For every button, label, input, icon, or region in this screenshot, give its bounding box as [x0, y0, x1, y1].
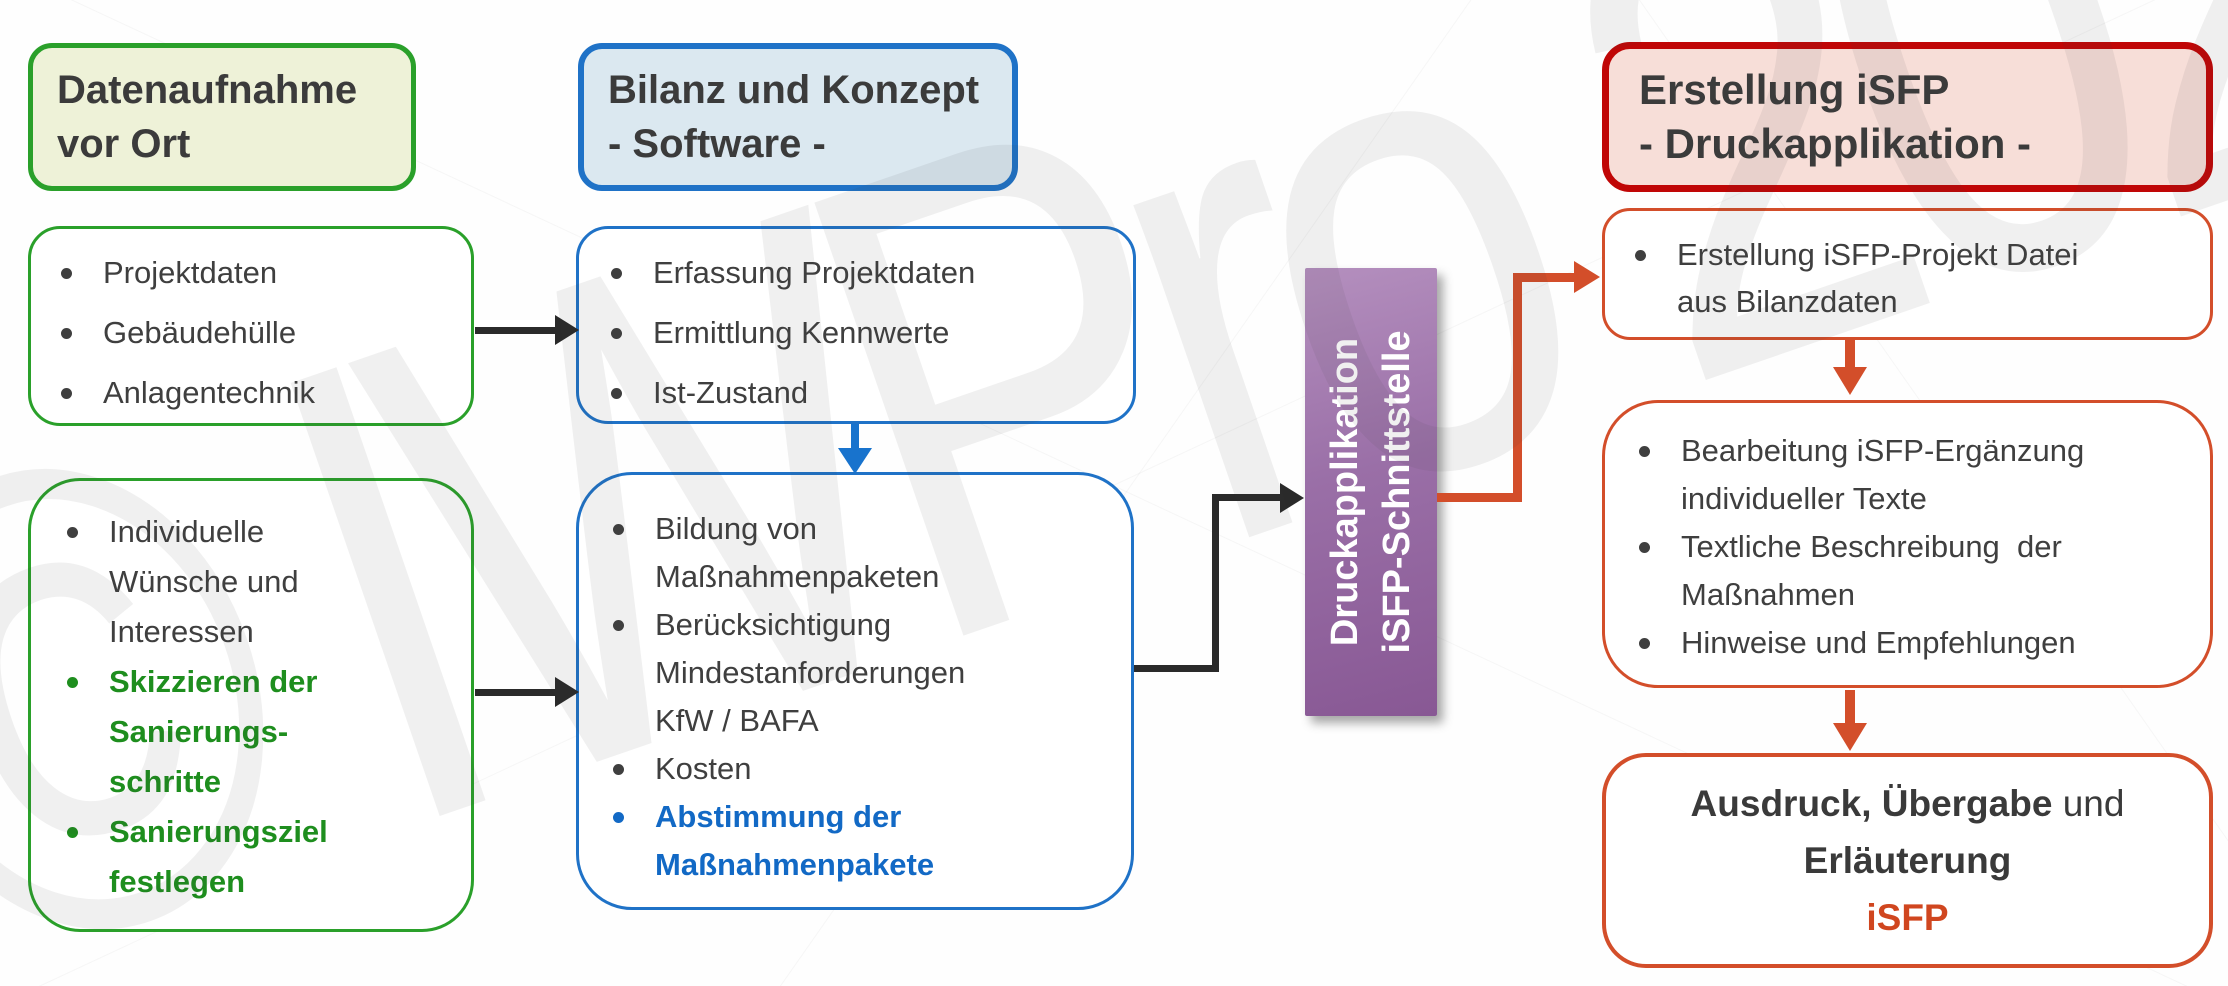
bullet-dot-icon — [67, 827, 78, 838]
bullet-text: Ist-Zustand — [653, 375, 809, 410]
bullet-text: Hinweise und Empfehlungen — [1681, 625, 2076, 660]
bullet-dot-icon — [611, 388, 622, 399]
arrowhead-right-icon — [1574, 261, 1600, 293]
header-datenaufnahme-vor-ort: Datenaufnahme vor Ort — [28, 43, 416, 191]
bullet-text: Erfassung Projektdaten — [653, 255, 976, 290]
arrow-schnittstelle-to-projektdatei-v — [1513, 273, 1522, 502]
bullet-item: Hinweise und Empfehlungen — [1639, 619, 2200, 667]
arrow-massnahmen-to-schnittstelle-h1 — [1134, 665, 1219, 672]
bullet-text: Gebäudehülle — [103, 315, 297, 350]
bullet-dot-icon — [1635, 249, 1646, 261]
bullet-dot-icon — [1639, 542, 1650, 553]
bullet-item: Ist-Zustand — [611, 363, 1117, 423]
connector-label-line: iSFP-Schnittstelle — [1376, 330, 1418, 654]
bullet-item: Projektdaten — [61, 243, 455, 303]
bullet-dot-icon — [67, 527, 78, 538]
bullet-dot-icon — [613, 764, 624, 775]
connector-label: Druckapplikation iSFP-Schnittstelle — [1305, 268, 1437, 716]
header-erstellung-isfp: Erstellung iSFP - Druckapplikation - — [1602, 42, 2213, 192]
bullet-dot-icon — [611, 268, 622, 279]
header-line: Bilanz und Konzept — [608, 68, 980, 112]
connector-label-line: Druckapplikation — [1324, 337, 1366, 647]
bullet-dot-icon — [61, 328, 72, 339]
bullet-text: Ermittlung Kennwerte — [653, 315, 950, 350]
arrow-datenaufnahme-to-erfassung — [475, 327, 557, 334]
bullet-text: Projektdaten — [103, 255, 278, 290]
arrow-erfassung-to-massnahmen — [851, 424, 859, 450]
bullet-text: Anlagentechnik — [103, 375, 315, 410]
arrow-massnahmen-to-schnittstelle-v — [1212, 494, 1219, 672]
arrow-schnittstelle-to-projektdatei-h2 — [1513, 273, 1576, 282]
bullet-item: Ermittlung Kennwerte — [611, 303, 1117, 363]
arrow-projektdatei-to-bearbeitung — [1845, 340, 1855, 368]
bullet-dot-icon — [67, 677, 78, 688]
connector-druckapplikation-schnittstelle: Druckapplikation iSFP-Schnittstelle — [1305, 268, 1437, 716]
arrowhead-down-icon — [1833, 723, 1867, 751]
bullet-text: Kosten — [655, 751, 752, 786]
arrow-bearbeitung-to-ausdruck — [1845, 690, 1855, 724]
header-line: Erstellung iSFP — [1639, 66, 1950, 113]
arrowhead-down-icon — [838, 448, 872, 474]
bullet-dot-icon — [1639, 638, 1650, 649]
bullet-dot-icon — [613, 524, 624, 535]
bullet-item: Erfassung Projektdaten — [611, 243, 1117, 303]
final-box-line: iSFP — [1866, 897, 1949, 938]
bullet-item: Anlagentechnik — [61, 363, 455, 423]
bullet-dot-icon — [61, 268, 72, 279]
arrowhead-right-icon — [555, 315, 579, 345]
header-line: - Druckapplikation - — [1639, 120, 2032, 167]
arrow-wuensche-to-massnahmen — [475, 689, 557, 696]
bullet-dot-icon — [61, 388, 72, 399]
header-line: Datenaufnahme — [57, 68, 358, 112]
final-box-line: Ausdruck, Übergabe und — [1690, 783, 2125, 824]
arrowhead-right-icon — [555, 677, 579, 707]
header-bilanz-und-konzept: Bilanz und Konzept - Software - — [578, 43, 1018, 191]
header-line: - Software - — [608, 122, 826, 166]
arrowhead-down-icon — [1833, 367, 1867, 395]
bullet-item: Kosten — [613, 745, 1121, 793]
arrow-massnahmen-to-schnittstelle-h2 — [1212, 494, 1282, 501]
bullet-dot-icon — [1639, 446, 1650, 457]
bullet-dot-icon — [613, 812, 624, 823]
bullet-item: Gebäudehülle — [61, 303, 455, 363]
bullet-dot-icon — [613, 620, 624, 631]
bullet-dot-icon — [611, 328, 622, 339]
header-line: vor Ort — [57, 122, 191, 166]
arrow-schnittstelle-to-projektdatei-h1 — [1437, 493, 1522, 502]
final-box-line: Erläuterung — [1803, 840, 2012, 881]
arrowhead-right-icon — [1280, 483, 1304, 513]
